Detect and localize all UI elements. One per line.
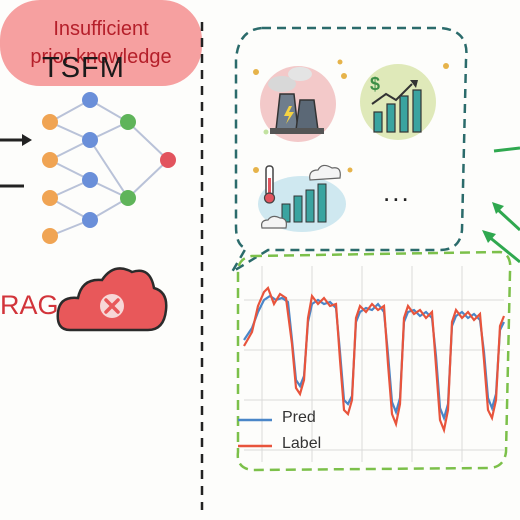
node-input-1 [42, 114, 58, 130]
svg-text:$: $ [370, 74, 380, 94]
plot-grid [244, 266, 504, 462]
node-hidden2-2 [120, 190, 136, 206]
network-nodes [42, 92, 176, 244]
input-arrow-top [0, 134, 32, 146]
rag-label: RAG [0, 290, 59, 320]
arrow-right-top [493, 146, 520, 153]
knowledge-bubble-outline [230, 26, 468, 274]
decorative-dots [253, 59, 449, 173]
more-domains-ellipsis: ... [383, 177, 411, 207]
network-edges [49, 99, 169, 237]
insufficient-knowledge-badge: Insufficient prior knowledge [0, 0, 202, 86]
insufficient-line-1: Insufficient [53, 18, 149, 40]
arrow-right-lower [482, 230, 520, 264]
cloud-error-icon [56, 267, 168, 332]
node-input-3 [42, 190, 58, 206]
node-input-2 [42, 152, 58, 168]
insufficient-line-2: prior knowledge [30, 46, 172, 68]
node-input-4 [42, 228, 58, 244]
power-plant-icon [260, 66, 336, 142]
finance-growth-icon: $ [360, 64, 436, 140]
forecast-plot-outline [236, 250, 512, 472]
node-hidden-1 [82, 92, 98, 108]
node-hidden-4 [82, 212, 98, 228]
arrow-right-middle [492, 202, 520, 232]
node-hidden2-1 [120, 114, 136, 130]
node-hidden-2 [82, 132, 98, 148]
node-hidden-3 [82, 172, 98, 188]
label-series [243, 286, 506, 434]
node-output [160, 152, 176, 168]
tsfm-title: TSFM [42, 52, 125, 84]
legend-pred-text: Pred [282, 409, 316, 426]
legend-label-text: Label [282, 435, 322, 452]
weather-bar-icon [258, 164, 346, 232]
